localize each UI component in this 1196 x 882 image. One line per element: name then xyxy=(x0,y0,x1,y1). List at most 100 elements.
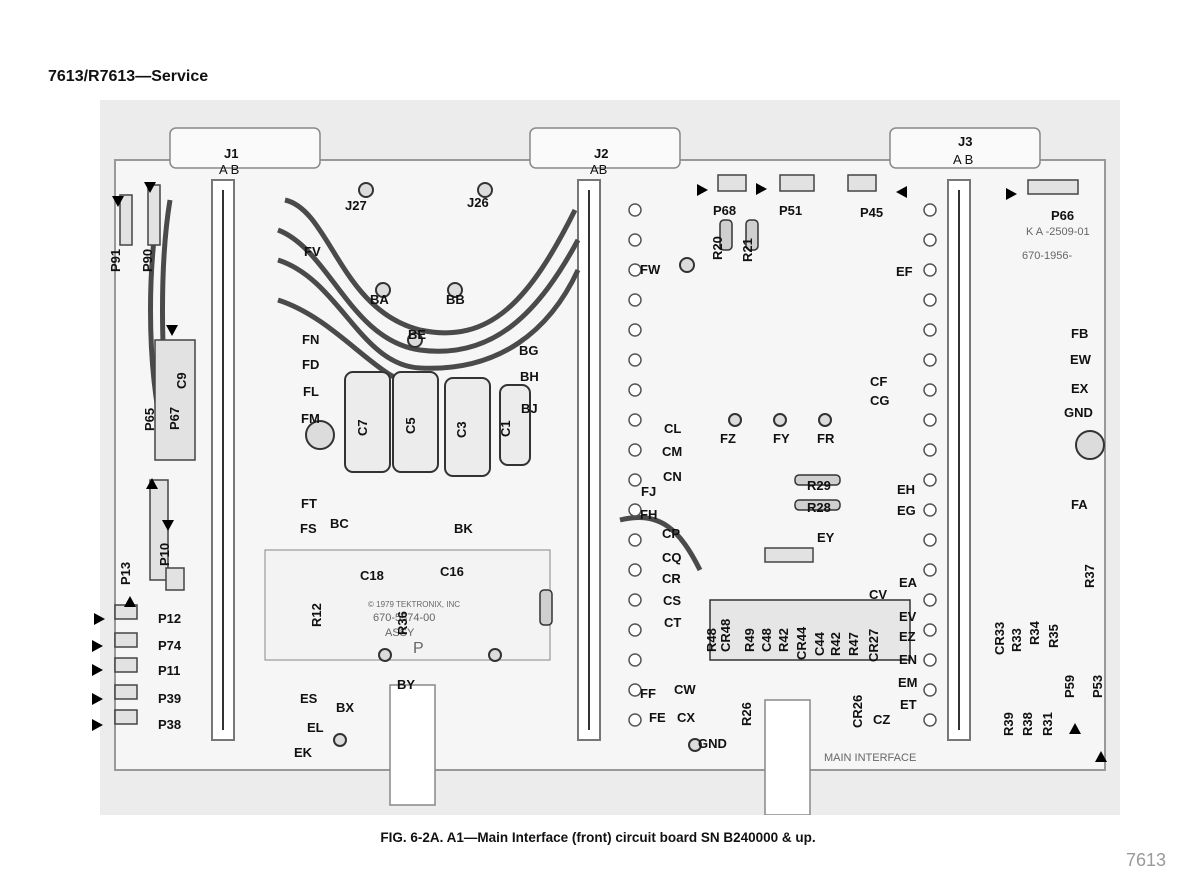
label-fh: FH xyxy=(640,507,658,522)
label-p12: P12 xyxy=(158,611,182,626)
pin-marker-p39 xyxy=(92,693,103,705)
label-fr: FR xyxy=(817,431,835,446)
label-cr44: CR44 xyxy=(794,626,809,660)
label-bb: BB xyxy=(446,292,465,307)
label-ef: EF xyxy=(896,264,913,279)
label-c3: C3 xyxy=(454,421,469,438)
circuit-board-drawing xyxy=(114,127,1106,816)
j1-label: J1 xyxy=(224,146,239,161)
label-ek: EK xyxy=(294,745,313,760)
label-cg: CG xyxy=(870,393,890,408)
label-r42-a: R42 xyxy=(776,628,791,652)
label-p59: P59 xyxy=(1062,674,1077,698)
label-gnd-right: GND xyxy=(1064,405,1093,420)
label-fe: FE xyxy=(649,710,666,725)
label-ev: EV xyxy=(899,609,917,624)
board-part-number-b: 670-1956- xyxy=(1022,250,1073,262)
pin-marker-p11 xyxy=(92,664,103,676)
pin-marker-p12-up xyxy=(124,596,136,607)
label-ex: EX xyxy=(1071,381,1089,396)
label-cm: CM xyxy=(662,444,683,459)
label-c7: C7 xyxy=(355,419,370,436)
label-bh: BH xyxy=(520,369,539,384)
label-bx: BX xyxy=(336,700,355,715)
label-p11: P11 xyxy=(158,663,181,678)
main-interface-text: MAIN INTERFACE xyxy=(824,752,917,764)
label-r37: R37 xyxy=(1082,564,1097,588)
page-header: 7613/R7613—Service xyxy=(48,68,209,85)
label-p51: P51 xyxy=(779,203,803,218)
label-fs: FS xyxy=(300,521,317,536)
label-bc: BC xyxy=(330,516,349,531)
label-cs: CS xyxy=(663,593,682,608)
label-fm: FM xyxy=(301,411,320,426)
label-p39: P39 xyxy=(158,691,182,706)
label-fy: FY xyxy=(773,431,790,446)
label-r34: R34 xyxy=(1027,621,1042,645)
label-p91: P91 xyxy=(108,248,123,272)
j3-pins-label: A B xyxy=(953,152,974,167)
label-cn: CN xyxy=(663,469,682,484)
label-ez: EZ xyxy=(899,629,916,644)
label-r49: R49 xyxy=(742,628,757,652)
label-r28: R28 xyxy=(807,500,831,515)
label-r35: R35 xyxy=(1046,624,1061,648)
label-bg: BG xyxy=(519,343,539,358)
pin-marker-p59 xyxy=(1069,723,1081,734)
label-p13: P13 xyxy=(118,561,133,585)
label-eh: EH xyxy=(897,482,916,497)
label-fz: FZ xyxy=(720,431,736,446)
label-p65: P65 xyxy=(142,407,157,431)
label-fa: FA xyxy=(1071,497,1088,512)
label-bj: BJ xyxy=(521,401,538,416)
page-mark: 7613 xyxy=(1126,850,1167,870)
pin-marker-p66 xyxy=(1006,188,1017,200)
pin-marker-p51 xyxy=(756,183,767,195)
label-r47: R47 xyxy=(846,632,861,656)
label-em: EM xyxy=(898,675,918,690)
label-cr: CR xyxy=(662,571,681,586)
label-fb: FB xyxy=(1071,326,1089,341)
label-cx: CX xyxy=(677,710,696,725)
label-c1: C1 xyxy=(498,420,513,437)
label-cr48: CR48 xyxy=(718,618,733,652)
label-c48: C48 xyxy=(759,628,774,652)
pin-marker-p45 xyxy=(896,186,907,198)
label-r20: R20 xyxy=(710,236,725,260)
label-cv: CV xyxy=(869,587,888,602)
label-eg: EG xyxy=(897,503,916,518)
circuit-board-photo xyxy=(100,100,1120,816)
label-r21: R21 xyxy=(740,238,755,262)
board-assy-text: ASSY xyxy=(385,627,415,639)
label-ew: EW xyxy=(1070,352,1091,367)
label-j26: J26 xyxy=(467,195,489,210)
pin-marker-p91 xyxy=(112,196,124,207)
board-p-mark: P xyxy=(413,640,424,657)
label-r33: R33 xyxy=(1009,628,1024,652)
board-part-number-c: 670-5374-00 xyxy=(373,612,436,624)
label-cl: CL xyxy=(664,421,682,436)
j1-pins-label: A B xyxy=(219,162,240,177)
pin-marker-p74 xyxy=(92,640,103,652)
label-by: BY xyxy=(397,677,416,692)
label-en: EN xyxy=(899,652,918,667)
label-bk: BK xyxy=(454,521,473,536)
label-el: EL xyxy=(307,720,324,735)
label-cr26: CR26 xyxy=(850,694,865,728)
label-c5: C5 xyxy=(403,417,418,434)
pin-marker-p53 xyxy=(1095,751,1107,762)
label-p90: P90 xyxy=(140,248,155,272)
label-r38: R38 xyxy=(1020,712,1035,736)
label-c18: C18 xyxy=(360,568,384,583)
label-r48: R48 xyxy=(704,628,719,652)
label-r39: R39 xyxy=(1001,712,1016,736)
label-ff: FF xyxy=(640,686,656,701)
label-r29: R29 xyxy=(807,478,831,493)
pin-marker-p10 xyxy=(162,520,174,531)
label-fv: FV xyxy=(304,244,321,259)
label-p10: P10 xyxy=(157,542,172,566)
label-c16: C16 xyxy=(440,564,464,579)
label-et: ET xyxy=(900,697,917,712)
label-cr33: CR33 xyxy=(992,621,1007,655)
label-fd: FD xyxy=(302,357,320,372)
